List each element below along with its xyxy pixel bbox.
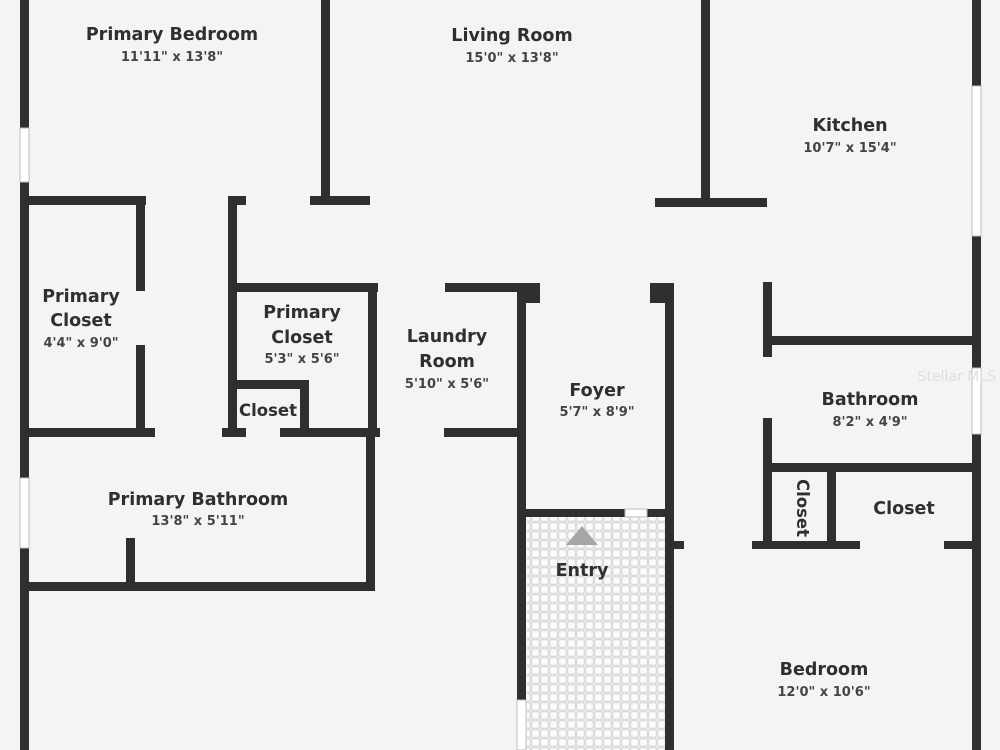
primary-bedroom-dims: 11'11" x 13'8" [121, 50, 223, 65]
primary-closet-left-label-line2: Closet [50, 311, 112, 331]
laundry-room-label-line1: Laundry [407, 327, 488, 347]
primary-bathroom-dims: 13'8" x 5'11" [151, 514, 244, 529]
wall-center-divider [368, 283, 377, 435]
window-right-mid [971, 367, 982, 435]
primary-bathroom-label: Primary Bathroom [108, 490, 289, 510]
wall-kitchen-bottom [763, 336, 981, 345]
foyer-label: Foyer [569, 381, 625, 401]
wall-mid-left-c [280, 428, 380, 437]
living-room-dims: 15'0" x 13'8" [465, 51, 558, 66]
closet-small-label: Closet [239, 401, 297, 420]
wall-bath-left-bottom [763, 418, 772, 548]
watermark: Stellar MLS [918, 369, 996, 385]
wall-mid-left-b [222, 428, 246, 437]
primary-closet-center-label-line1: Primary [263, 303, 341, 323]
living-room-label: Living Room [451, 26, 572, 46]
wall-closet-left-right-lower [136, 345, 145, 435]
wall-small-closet-right [300, 380, 309, 435]
wall-mid-left-d [444, 428, 526, 437]
window-left-lower [19, 477, 30, 549]
entry-tile-floor [527, 515, 667, 750]
wall-closet-left-right [136, 196, 145, 291]
wall-living-kitchen-stub [655, 198, 767, 207]
kitchen-label: Kitchen [812, 116, 887, 136]
closet-vertical-label: Closet [793, 479, 812, 537]
primary-closet-center-dims: 5'3" x 5'6" [264, 352, 339, 367]
window-right-upper [971, 85, 982, 237]
wall-laundry-top-right [445, 283, 540, 292]
wall-closet-right-bottom-b [944, 541, 981, 549]
bedroom-label: Bedroom [780, 660, 869, 680]
wall-bedroom-living-stub [310, 196, 370, 205]
entry-label: Entry [556, 561, 609, 581]
wall-bath-stub [126, 538, 135, 588]
primary-closet-center-label-line2: Closet [271, 328, 333, 348]
wall-bath-bottom [20, 582, 375, 591]
wall-mid-left-a [20, 428, 155, 437]
wall-bedroom-top-b [752, 541, 830, 549]
wall-entry-top [517, 509, 674, 517]
bathroom-dims: 8'2" x 4'9" [832, 415, 907, 430]
outer-wall-left [20, 0, 29, 750]
wall-closet-right-bottom [830, 541, 860, 549]
bathroom-label: Bathroom [822, 390, 919, 410]
wall-bedroom-living [321, 0, 330, 205]
closet-right-label: Closet [873, 499, 935, 519]
wall-foyer-left-cap [522, 283, 540, 303]
primary-closet-left-label-line1: Primary [42, 287, 120, 307]
laundry-room-dims: 5'10" x 5'6" [405, 377, 489, 392]
bedroom-dims: 12'0" x 10'6" [777, 685, 870, 700]
wall-bath-left-top [763, 282, 772, 357]
wall-bedroom-top-a [674, 541, 684, 549]
wall-closet-vertical-right [827, 463, 836, 548]
wall-hall-vertical [228, 196, 237, 436]
primary-closet-left-dims: 4'4" x 9'0" [43, 336, 118, 351]
door-sidelight [624, 508, 648, 518]
primary-bedroom-label: Primary Bedroom [86, 25, 258, 45]
window-foyer-bottom [516, 699, 527, 750]
entry-arrow-icon [566, 526, 598, 545]
window-left-upper [19, 127, 30, 183]
wall-center-top [228, 283, 378, 292]
windows [19, 85, 982, 750]
laundry-room-label-line2: Room [419, 352, 475, 372]
foyer-dims: 5'7" x 8'9" [559, 405, 634, 420]
wall-small-closet-top [228, 380, 308, 389]
wall-closet-left-top [20, 196, 146, 205]
wall-living-kitchen [701, 0, 710, 205]
wall-bath-right [366, 428, 375, 591]
kitchen-dims: 10'7" x 15'4" [803, 141, 896, 156]
wall-bath-bottom-right [763, 463, 981, 472]
